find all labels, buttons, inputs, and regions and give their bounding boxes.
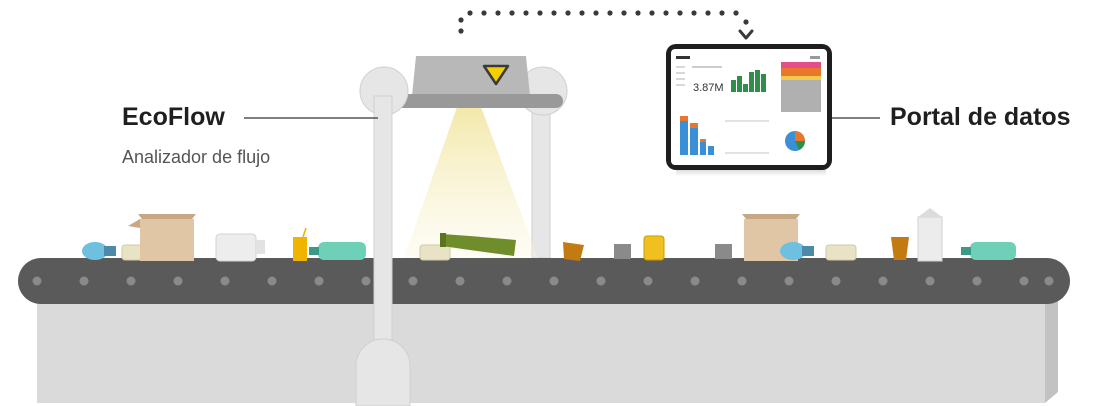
conveyor-belt [18, 258, 1070, 304]
data-link-connector [458, 10, 748, 33]
coffee-cup-item-2 [891, 237, 909, 260]
dashboard-kpi-value: 3.87M [693, 82, 724, 94]
ecoflow-title: EcoFlow [122, 103, 225, 132]
milk-carton-item [918, 208, 942, 261]
metal-can-item [614, 244, 631, 259]
jar-item [644, 236, 664, 260]
food-container-item-3 [826, 245, 856, 260]
food-container-item-2 [420, 245, 450, 260]
dashboard-stacked-chart [781, 62, 821, 112]
scanner-light-beam [404, 107, 538, 258]
arrow-down-icon [740, 31, 752, 38]
light-bulb-item-2 [780, 242, 814, 260]
metal-can-item-2 [715, 244, 732, 259]
plastic-bottle-item-2 [961, 242, 1016, 260]
light-bulb-item [82, 242, 116, 260]
dashboard-pie-chart [785, 131, 805, 151]
plastic-bottle-item [309, 242, 366, 260]
portal-title: Portal de datos [890, 103, 1071, 132]
plastic-jug-item [216, 234, 265, 261]
ecoflow-subtitle: Analizador de flujo [122, 147, 270, 168]
juice-box-item [293, 228, 307, 261]
dashboard-tablet: 3.87M [666, 44, 832, 176]
